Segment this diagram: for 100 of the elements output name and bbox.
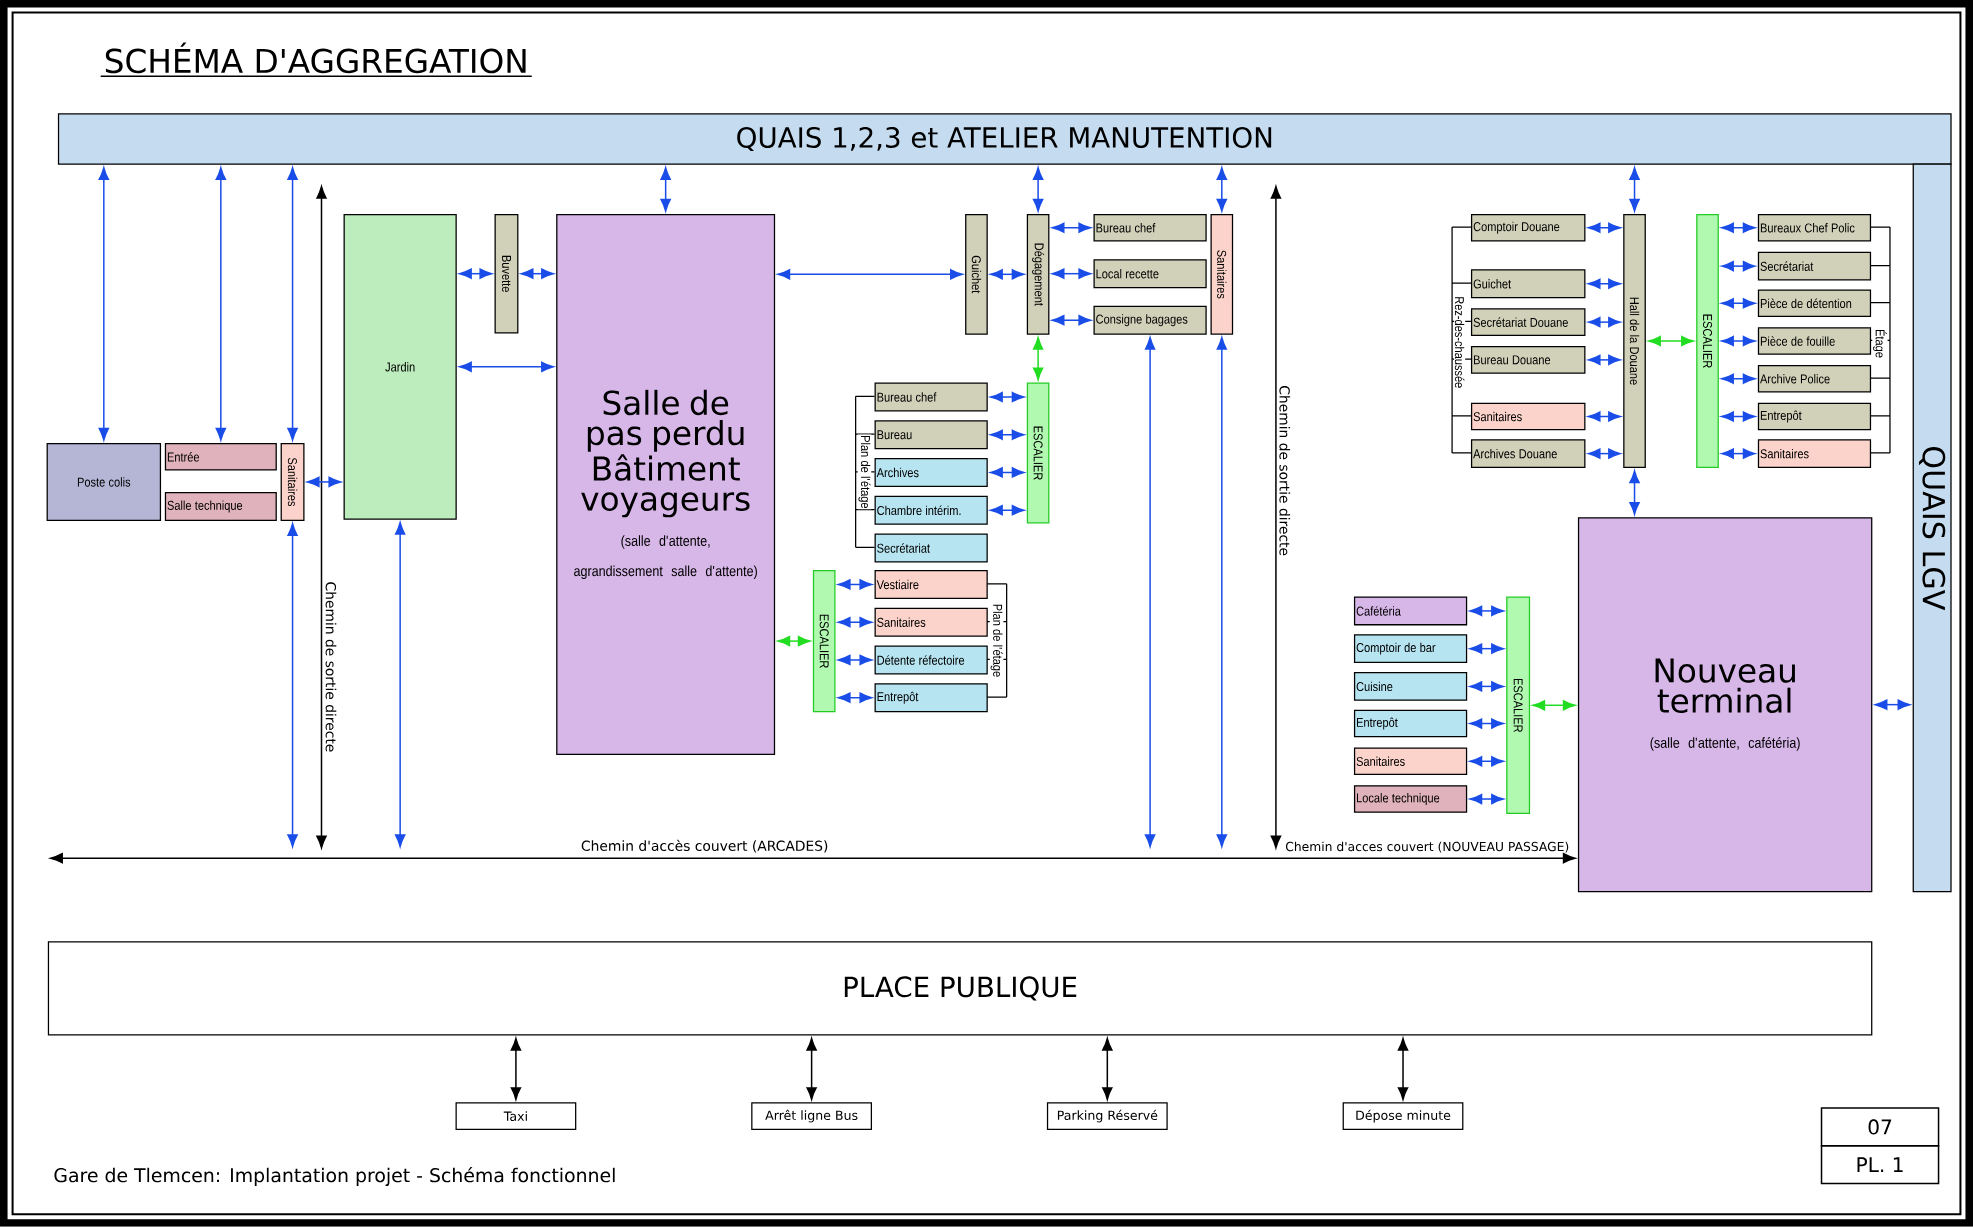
arrow: [837, 617, 873, 628]
bracket-label: Plan de l'étage: [989, 603, 1004, 678]
hall-box: Salle de pas perdu Bâtiment voyageurs (salle d'attente, agrandissement salle d'attente): [556, 214, 776, 756]
sheet-number-cell: PL. 1: [1820, 1145, 1940, 1185]
room-box: Guichet: [1470, 269, 1586, 299]
square-box: PLACE PUBLIQUE: [47, 941, 1873, 1036]
sheet-number-cell: 07: [1820, 1107, 1940, 1147]
staircase-box: ESCALIER: [1696, 214, 1719, 469]
room-box: Sanitaires: [1470, 402, 1586, 431]
arrow: [1051, 315, 1092, 326]
room-box: Bureaux Chef Polic: [1757, 214, 1872, 242]
arrow: [1587, 222, 1621, 234]
staircase-box: ESCALIER: [812, 570, 836, 713]
room-box: Buvette: [494, 214, 519, 334]
transport-box: Parking Réservé: [1046, 1102, 1168, 1131]
room-box: Poste colis: [46, 443, 162, 521]
arrow: [459, 361, 554, 373]
arrow: [1051, 268, 1092, 279]
arrow: [1587, 278, 1621, 290]
arrow: [215, 167, 227, 441]
arrow: [1469, 643, 1504, 654]
arrow: [1629, 470, 1640, 515]
arrow: [98, 167, 110, 441]
room-box: Salle technique: [164, 492, 277, 521]
arrow: [1532, 700, 1576, 711]
room-box: Entrepôt: [1353, 709, 1468, 738]
arrow: [1469, 605, 1504, 617]
room-box: Bureau Douane: [1470, 346, 1586, 374]
arrow: [1469, 756, 1504, 767]
room-box: Secrétariat: [1757, 251, 1872, 281]
arrow: [1721, 335, 1756, 347]
room-box: Dégagement: [1026, 214, 1050, 335]
arrow: [510, 1037, 522, 1101]
room-box: Entrepôt: [1757, 402, 1872, 431]
arrow: [1587, 354, 1621, 366]
arrow: [1648, 335, 1694, 347]
arrow: [1587, 448, 1621, 459]
room-box: Sanitaires: [1210, 214, 1234, 335]
arrow: [520, 268, 554, 279]
arrow: [1397, 1037, 1409, 1101]
bracket-label: Étage: [1872, 328, 1888, 359]
room-box: Jardin: [343, 214, 457, 520]
arrow: [1469, 681, 1504, 692]
arrow: [990, 467, 1025, 478]
arrow: [1629, 167, 1640, 212]
arrow: [837, 579, 873, 590]
arrow: [1874, 699, 1911, 710]
room-box: Cafétéria: [1353, 596, 1468, 626]
arrow: [990, 391, 1025, 403]
arrow: [1587, 317, 1621, 328]
room-box: Secrétariat: [874, 533, 988, 563]
arrow: [777, 635, 811, 647]
hall-box: Nouveau terminal (salle d'attente, cafétéria): [1577, 517, 1873, 893]
room-box: Détente réfectoire: [874, 645, 988, 675]
room-box: Local recette: [1093, 259, 1207, 289]
arrow: [1587, 411, 1621, 422]
path-label: Chemin de sortie directe: [1279, 386, 1291, 556]
arrow: [1721, 222, 1756, 234]
arrow: [1216, 167, 1228, 212]
transport-box: Taxi: [455, 1102, 577, 1131]
room-box: Sanitaires: [1353, 747, 1468, 776]
arrow: [1216, 337, 1228, 848]
arrow: [1144, 337, 1156, 848]
arrow: [990, 269, 1025, 280]
arrow: [1721, 261, 1756, 272]
room-box: Archives Douane: [1470, 439, 1586, 469]
arrow: [1721, 373, 1756, 385]
room-box: Hall de la Douane: [1623, 214, 1646, 469]
transport-box: Arrêt ligne Bus: [751, 1102, 872, 1131]
room-box: Pièce de détention: [1757, 289, 1872, 318]
arrow: [990, 505, 1025, 516]
room-box: Locale technique: [1353, 785, 1468, 813]
room-box: Comptoir Douane: [1470, 214, 1586, 242]
arrow: [990, 429, 1025, 441]
arrow: [1721, 411, 1756, 422]
room-box: Bureau: [874, 420, 988, 450]
room-box: Bureau chef: [874, 382, 988, 412]
room-box: Archives: [874, 458, 988, 488]
arrow: [287, 167, 298, 441]
arrow: [837, 654, 873, 666]
room-box: Cuisine: [1353, 672, 1468, 701]
arrow: [1721, 448, 1756, 459]
room-box: Consigne bagages: [1093, 305, 1207, 335]
room-box: Secrétariat Douane: [1470, 308, 1586, 337]
room-box: Entrée: [164, 443, 277, 471]
arrow: [306, 476, 342, 488]
room-box: Vestiaire: [874, 570, 988, 600]
platform-bar: QUAIS LGV: [1912, 163, 1952, 893]
arrow: [1032, 167, 1044, 212]
arrow: [1469, 718, 1504, 729]
path-label: Chemin d'acces couvert (NOUVEAU PASSAGE): [1285, 841, 1569, 853]
room-box: Entrepôt: [874, 683, 988, 713]
bracket-label: Rez-des-chaussée: [1454, 295, 1466, 390]
room-box: Pièce de fouille: [1757, 327, 1872, 355]
bracket-label: Plan de l'étage: [857, 434, 872, 510]
arrow: [837, 692, 873, 704]
arrow: [1721, 298, 1756, 309]
room-box: Chambre intérim.: [874, 495, 988, 525]
arrow: [660, 167, 671, 212]
room-box: Sanitaires: [874, 607, 988, 637]
